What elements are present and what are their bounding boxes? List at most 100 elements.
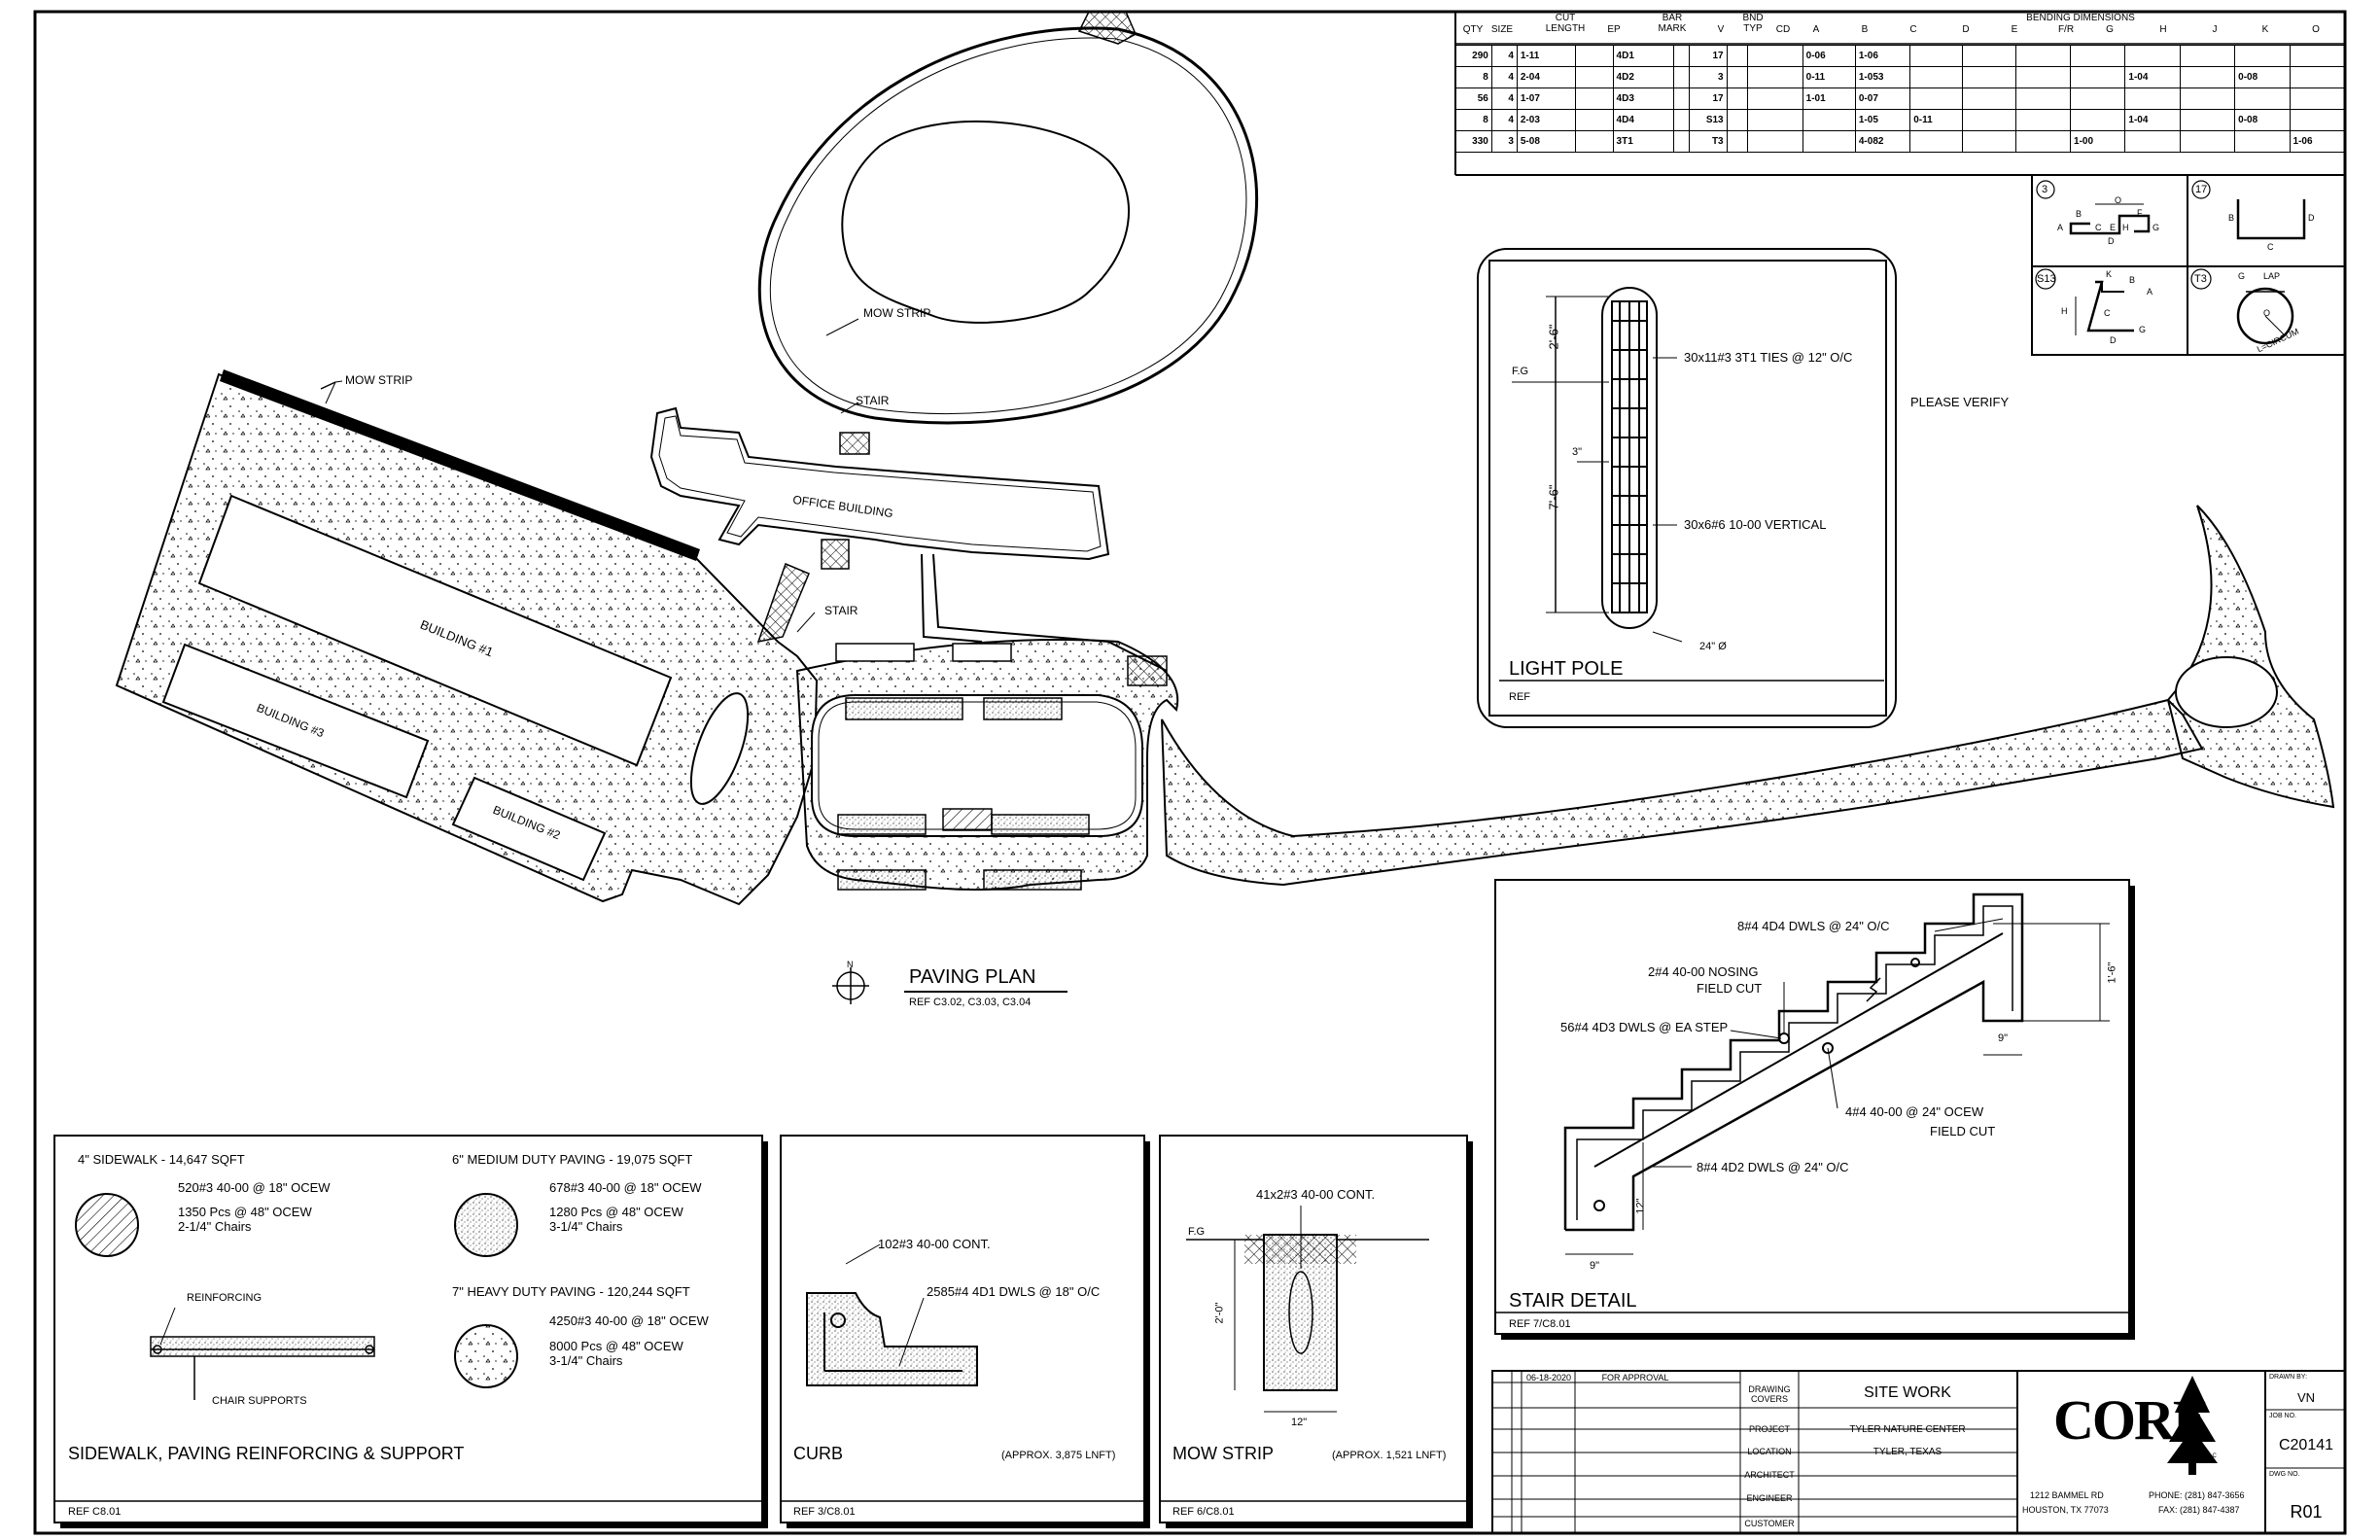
- schedule-cell: 3: [1688, 66, 1728, 88]
- shape-s13-letter: H: [2061, 306, 2068, 316]
- shape-s13-letter: B: [2129, 275, 2136, 285]
- curb-approx: (APPROX. 3,875 LNFT): [1001, 1450, 1116, 1461]
- schedule-cell: [1574, 45, 1614, 67]
- schedule-cell: 1-04: [2124, 109, 2181, 131]
- light-pole-ref: REF: [1509, 691, 1530, 703]
- col-b: B: [1861, 24, 1869, 35]
- schedule-cell: T3: [1688, 130, 1728, 153]
- tb-location: TYLER, TEXAS: [1872, 1447, 1942, 1457]
- sidewalk-line2: 1350 Pcs @ 48" OCEW: [178, 1205, 312, 1219]
- schedule-cell: 1-11: [1516, 45, 1576, 67]
- schedule-cell: [1962, 130, 2016, 153]
- tb-row-label: CUSTOMER: [1744, 1519, 1795, 1528]
- schedule-cell: [1909, 45, 1964, 67]
- schedule-cell: [2289, 45, 2346, 67]
- schedule-cell: 4D4: [1612, 109, 1675, 131]
- building-1: [197, 494, 673, 767]
- schedule-cell: 1-053: [1854, 66, 1911, 88]
- schedule-cell: 3: [1490, 130, 1518, 153]
- stair-detail-ref: REF 7/C8.01: [1509, 1318, 1571, 1330]
- schedule-cell: 4: [1490, 66, 1518, 88]
- curb-cont-note: 102#3 40-00 CONT.: [878, 1237, 991, 1251]
- schedule-cell: [1962, 45, 2016, 67]
- paving-plan-ref: REF C3.02, C3.03, C3.04: [909, 997, 1032, 1008]
- schedule-cell: [2124, 88, 2181, 110]
- schedule-cell: [2289, 66, 2346, 88]
- mow-panel-title: MOW STRIP: [1172, 1444, 1274, 1463]
- schedule-cell: [1574, 109, 1614, 131]
- schedule-cell: 1-06: [2289, 130, 2346, 153]
- stair-note-d2: 8#4 4D2 DWLS @ 24" O/C: [1697, 1160, 1849, 1174]
- mow-strip-label: MOW STRIP: [863, 306, 931, 320]
- mow-fg-label: F.G: [1188, 1226, 1206, 1238]
- schedule-cell: [2014, 109, 2072, 131]
- schedule-cell: [2070, 109, 2126, 131]
- tb-project: TYLER NATURE CENTER: [1849, 1424, 1966, 1435]
- col-h: H: [2159, 24, 2167, 35]
- medium-paving-line1: 678#3 40-00 @ 18" OCEW: [549, 1180, 702, 1195]
- col-v: V: [1717, 24, 1725, 35]
- drawn-by: VN: [2296, 1390, 2316, 1405]
- shape-17-id: 17: [2195, 184, 2208, 195]
- schedule-cell: [1962, 88, 2016, 110]
- schedule-cell: [1747, 130, 1803, 153]
- light-pole-detail: [1477, 248, 1897, 728]
- shape-17-letter: B: [2228, 213, 2235, 223]
- stair-dim-tread: 9": [1998, 1032, 2009, 1044]
- job-label: JOB NO.: [2269, 1413, 2297, 1419]
- sidewalk-line3: 2-1/4" Chairs: [178, 1219, 252, 1234]
- shape-3-letter: H: [2122, 223, 2129, 232]
- heavy-paving-line2: 8000 Pcs @ 48" OCEW: [549, 1339, 683, 1353]
- schedule-cell: [1673, 88, 1690, 110]
- schedule-cell: 1-05: [1854, 109, 1911, 131]
- fax: FAX: (281) 847-4387: [2158, 1505, 2240, 1515]
- schedule-cell: [1673, 130, 1690, 153]
- bend-shapes: [2031, 174, 2346, 356]
- schedule-cell: [1726, 88, 1749, 110]
- schedule-cell: [2179, 45, 2236, 67]
- schedule-cell: 4: [1490, 45, 1518, 67]
- schedule-cell: [1747, 45, 1803, 67]
- shape-t3-id: T3: [2194, 273, 2207, 285]
- schedule-cell: S13: [1688, 109, 1728, 131]
- schedule-cell: [2234, 88, 2291, 110]
- dwg-number: R01: [2290, 1502, 2323, 1522]
- sidewalk-panel: [53, 1135, 768, 1528]
- north-label: N: [847, 960, 854, 969]
- schedule-cell: [1673, 66, 1690, 88]
- mow-panel-ref: REF 6/C8.01: [1172, 1506, 1235, 1518]
- cover-dim: 3": [1572, 446, 1583, 458]
- shape-3-letter: O: [2115, 195, 2122, 205]
- tb-row-label: PROJECT: [1748, 1424, 1790, 1434]
- schedule-cell: 2-04: [1516, 66, 1576, 88]
- stair-dim-base: 9": [1590, 1260, 1600, 1272]
- shape-t3-letter: O: [2263, 308, 2271, 318]
- tb-row-label: DRAWING COVERS: [1748, 1384, 1791, 1404]
- shape-3-letter: C: [2095, 223, 2102, 232]
- heavy-paving-line1: 4250#3 40-00 @ 18" OCEW: [549, 1313, 709, 1328]
- tb-row-label: LOCATION: [1747, 1447, 1792, 1456]
- schedule-cell: 4D3: [1612, 88, 1675, 110]
- stair-note-d3: 56#4 4D3 DWLS @ EA STEP: [1560, 1020, 1729, 1034]
- schedule-cell: 1-04: [2124, 66, 2181, 88]
- medium-paving-line2: 1280 Pcs @ 48" OCEW: [549, 1205, 683, 1219]
- stair-note-nosing: 2#4 40-00 NOSING: [1648, 964, 1759, 979]
- col-j: J: [2212, 24, 2218, 35]
- shape-17-letter: C: [2267, 242, 2274, 252]
- dim-bottom: 7'-6": [1546, 484, 1561, 510]
- company-logo: CORE: [2053, 1388, 2211, 1452]
- medium-paving-line3: 3-1/4" Chairs: [549, 1219, 623, 1234]
- tb-sheet-title: SITE WORK: [1864, 1384, 1951, 1401]
- schedule-cell: [2014, 88, 2072, 110]
- shape-3-letter: A: [2057, 223, 2064, 232]
- title-block-frame: [1491, 1370, 2346, 1534]
- please-verify-note: PLEASE VERIFY: [1910, 395, 2010, 409]
- schedule-cell: 56: [1455, 88, 1492, 110]
- building-3: [161, 643, 430, 799]
- chair-supports-label: CHAIR SUPPORTS: [212, 1395, 307, 1407]
- schedule-cell: [1962, 66, 2016, 88]
- schedule-cell: 0-11: [1909, 109, 1964, 131]
- curb-panel-ref: REF 3/C8.01: [793, 1506, 856, 1518]
